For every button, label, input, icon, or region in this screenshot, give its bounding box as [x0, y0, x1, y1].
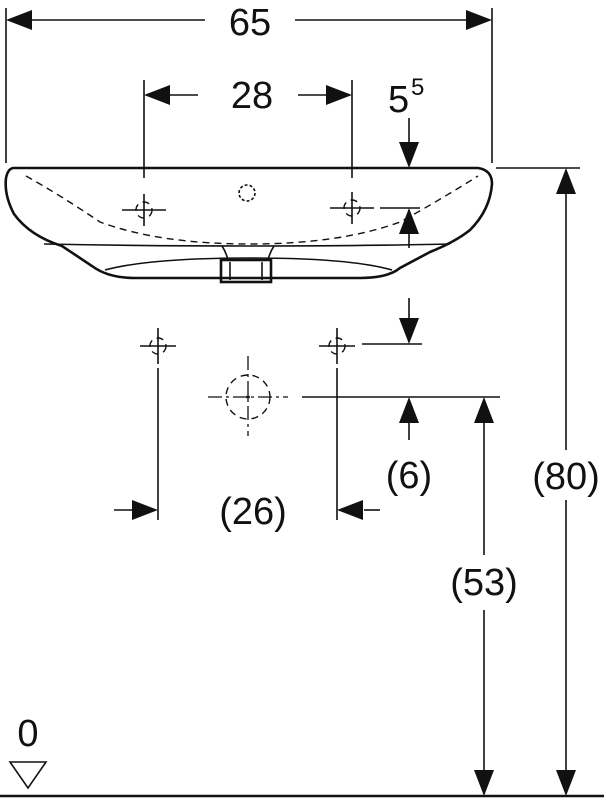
- rim-depth-dimension: 5 5: [380, 74, 424, 248]
- tap-hole-right: [330, 192, 374, 224]
- overall-height-dimension: (80): [532, 168, 600, 796]
- fixing-bolt-left: [140, 328, 176, 520]
- overall-width-dimension: 65: [5, 2, 493, 163]
- tap-hole-spacing-dimension: 28: [143, 75, 353, 178]
- bolt-height-dimension: (53): [450, 397, 518, 796]
- tap-hole-left: [122, 194, 166, 226]
- bolt-height-label: (53): [450, 562, 518, 604]
- arrow-up: [399, 397, 419, 423]
- overall-width-label: 65: [229, 2, 271, 44]
- bolt-spacing-dimension: (26): [114, 491, 380, 533]
- tap-hole-spacing-label: 28: [231, 75, 273, 117]
- arrow-up: [556, 168, 576, 194]
- arrow-right: [326, 85, 352, 105]
- waste-neck-right: [267, 245, 275, 261]
- waste-outlet: [219, 258, 273, 284]
- fixing-bolt-right: [319, 328, 355, 520]
- arrow-down: [399, 318, 419, 344]
- arrow-left: [6, 10, 32, 30]
- rim-depth-label: 5: [388, 79, 409, 121]
- arrow-right: [132, 500, 158, 520]
- waste-centre-marker: [208, 356, 288, 436]
- arrow-up: [399, 208, 419, 234]
- bolt-offset-dimension: (6): [302, 298, 500, 497]
- level-triangle-icon: [8, 761, 48, 790]
- bolt-spacing-label: (26): [219, 491, 287, 533]
- overflow-hole: [238, 184, 256, 202]
- rim-depth-superscript: 5: [411, 74, 424, 101]
- overall-height-label: (80): [532, 456, 600, 498]
- arrow-down: [474, 770, 494, 796]
- arrow-left: [337, 500, 363, 520]
- arrow-down: [556, 770, 576, 796]
- bowl-lower-curve: [104, 257, 393, 271]
- bowl-inner-contour: [25, 175, 479, 245]
- arrow-left: [144, 85, 170, 105]
- basin-outline: [4, 166, 494, 280]
- arrow-right: [466, 10, 492, 30]
- arrow-up: [474, 397, 494, 423]
- bowl-bottom-line: [43, 243, 451, 247]
- bolt-offset-label: (6): [386, 455, 432, 497]
- floor-level-label: 0: [17, 713, 38, 755]
- arrow-down: [399, 142, 419, 168]
- floor-level: 0: [0, 713, 604, 798]
- waste-neck-left: [221, 245, 229, 261]
- washbasin-body: [4, 166, 494, 284]
